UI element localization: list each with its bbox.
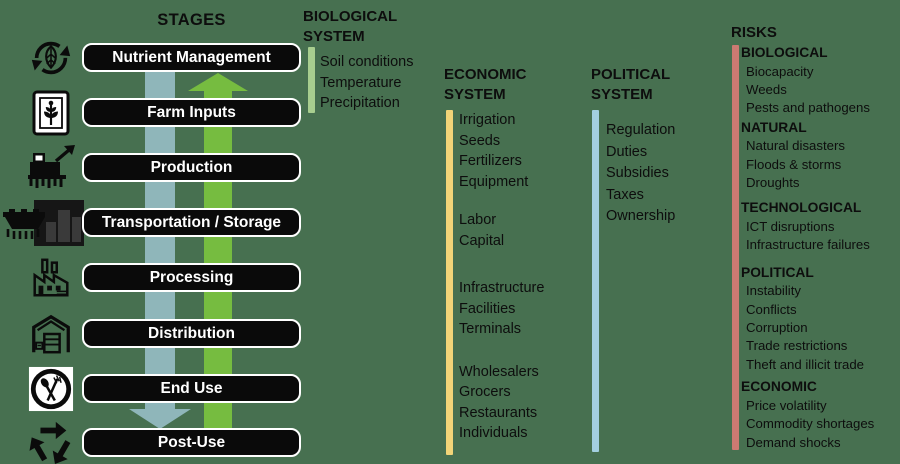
stage-pill-transportation-storage: Transportation / Storage: [82, 208, 301, 237]
biological-system-title: BIOLOGICAL SYSTEM: [303, 7, 397, 47]
list-item: Ownership: [606, 208, 676, 224]
list-item: Facilities: [459, 300, 516, 317]
title-line: ECONOMIC: [444, 66, 527, 83]
stage-pill-end-use: End Use: [82, 374, 301, 403]
title-line: BIOLOGICAL: [303, 8, 398, 25]
list-item: Individuals: [459, 425, 528, 441]
political-system-bar: [592, 110, 599, 452]
risk-category-name: ECONOMIC: [741, 379, 817, 395]
list-item: Restaurants: [459, 404, 538, 421]
risk-category-name: POLITICAL: [741, 264, 814, 280]
risk-item: Floods & storms: [746, 156, 842, 172]
risk-category-name: BIOLOGICAL: [741, 45, 828, 60]
economic-system-title: ECONOMIC SYSTEM: [444, 65, 527, 105]
stage-pill-post-use: Post-Use: [82, 428, 301, 457]
list-item: Grocers: [459, 384, 511, 400]
stage-pill-production: Production: [82, 153, 301, 182]
factory-icon: [22, 251, 80, 305]
risk-item: Infrastructure failures: [746, 237, 870, 253]
risk-item: Price volatility: [746, 397, 827, 413]
stage-label: End Use: [160, 379, 223, 397]
list-item: Subsidies: [606, 165, 669, 181]
list-item: Regulation: [606, 122, 676, 138]
risk-item: Demand shocks: [746, 434, 841, 450]
title-line: POLITICAL: [591, 66, 671, 83]
warehouse-icon: [22, 307, 80, 361]
risk-item: Biocapacity: [746, 63, 814, 79]
risk-item: Corruption: [746, 320, 808, 336]
biological-system-bar: [308, 47, 315, 113]
list-item: Taxes: [606, 186, 644, 203]
economic-system-bar: [446, 110, 453, 455]
stage-label: Nutrient Management: [112, 48, 271, 66]
stage-pill-nutrient-management: Nutrient Management: [82, 43, 301, 72]
risk-category-name: TECHNOLOGICAL: [741, 200, 862, 216]
list-item: Equipment: [459, 173, 529, 190]
recycle-icon: [22, 416, 80, 464]
list-item: Seeds: [459, 132, 501, 149]
list-item: Infrastructure: [459, 280, 545, 296]
upstream-feedback-arrow-head: [188, 73, 248, 91]
list-item: Capital: [459, 232, 505, 249]
list-item: Terminals: [459, 321, 522, 337]
stage-label: Transportation / Storage: [101, 213, 282, 231]
stage-label: Farm Inputs: [147, 103, 236, 121]
downstream-flow-arrow-head: [129, 409, 191, 429]
title-line: SYSTEM: [444, 86, 506, 103]
stage-label: Post-Use: [157, 433, 226, 451]
list-item: Fertilizers: [459, 153, 522, 169]
political-system-title: POLITICAL SYSTEM: [591, 65, 670, 105]
risk-item: ICT disruptions: [746, 218, 835, 234]
list-item: Temperature: [320, 74, 402, 91]
risk-item: Instability: [746, 283, 801, 299]
plate-utensils-icon: [22, 362, 80, 416]
harvester-icon: [22, 141, 80, 195]
stage-label: Production: [150, 158, 233, 176]
title-line: SYSTEM: [303, 28, 365, 45]
title-line: SYSTEM: [591, 86, 653, 103]
risk-item: Weeds: [746, 81, 787, 97]
list-item: Precipitation: [320, 95, 400, 112]
risk-item: Conflicts: [746, 301, 797, 317]
risks-bar: [732, 45, 739, 450]
stage-pill-farm-inputs: Farm Inputs: [82, 98, 301, 127]
risk-item: Pests and pathogens: [746, 100, 870, 116]
risk-item: Commodity shortages: [746, 416, 875, 432]
risks-header: RISKS: [731, 24, 777, 41]
list-item: Irrigation: [459, 112, 516, 128]
transport-storage-icon: [0, 196, 86, 250]
risk-item: Natural disasters: [746, 138, 845, 154]
stage-label: Distribution: [148, 324, 235, 342]
stage-label: Processing: [149, 268, 234, 286]
risk-item: Droughts: [746, 175, 800, 191]
list-item: Soil conditions: [320, 54, 414, 70]
list-item: Wholesalers: [459, 363, 539, 380]
nutrient-cycle-icon: [22, 31, 80, 85]
list-item: Labor: [459, 212, 497, 228]
seed-packet-icon: [22, 86, 80, 140]
stage-pill-processing: Processing: [82, 263, 301, 292]
stage-pill-distribution: Distribution: [82, 319, 301, 348]
list-item: Duties: [606, 143, 648, 160]
risk-item: Trade restrictions: [746, 338, 848, 354]
stages-header: STAGES: [157, 11, 226, 29]
risk-item: Theft and illicit trade: [746, 356, 865, 372]
risk-category-name: NATURAL: [741, 119, 807, 135]
